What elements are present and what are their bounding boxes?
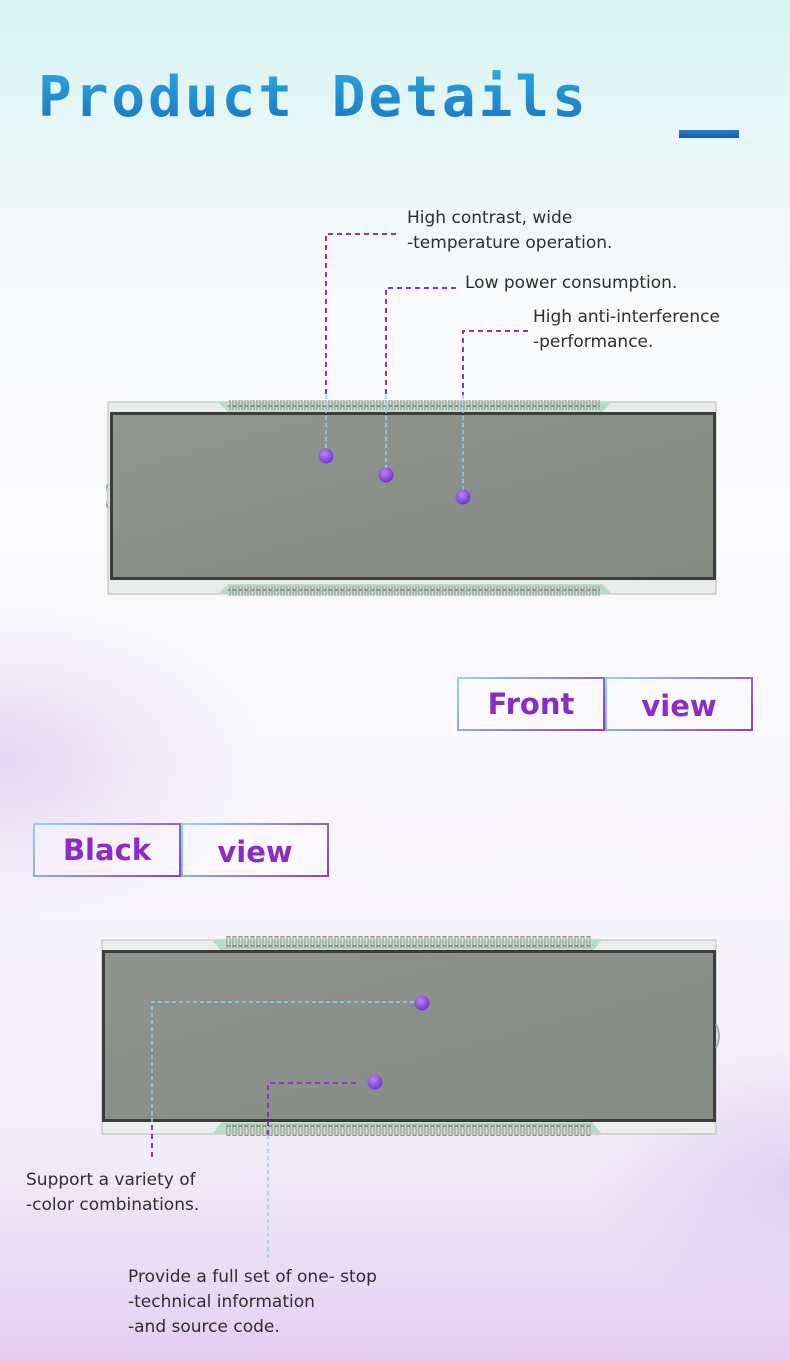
black-view-label: Black view bbox=[33, 823, 329, 877]
callout-line: High anti-interference bbox=[533, 307, 720, 327]
black-view-label-word1: Black bbox=[33, 823, 181, 877]
front-view-label-word1: Front bbox=[457, 677, 605, 731]
callout-text-color: Support a variety of -color combinations… bbox=[26, 1168, 199, 1218]
callout-line: -color combinations. bbox=[26, 1195, 200, 1215]
lcd-back-image bbox=[100, 936, 720, 1138]
title-accent-bar bbox=[679, 130, 739, 138]
lcd-front-image bbox=[106, 398, 718, 598]
callout-text-technical: Provide a full set of one- stop -technic… bbox=[128, 1265, 377, 1340]
callout-text-interference: High anti-interference -performance. bbox=[533, 305, 720, 355]
front-view-label-word2: view bbox=[605, 677, 753, 731]
callout-line: -temperature operation. bbox=[407, 233, 613, 253]
callout-line: Provide a full set of one- stop bbox=[128, 1267, 377, 1287]
callout-line: -performance. bbox=[533, 332, 654, 352]
callout-line: -technical information bbox=[128, 1292, 315, 1312]
black-view-label-word2: view bbox=[181, 823, 329, 877]
callout-line: Support a variety of bbox=[26, 1170, 196, 1190]
front-view-label: Front view bbox=[457, 677, 753, 731]
callout-text-power: Low power consumption. bbox=[465, 271, 677, 296]
callout-line: Low power consumption. bbox=[465, 273, 678, 293]
callout-text-contrast: High contrast, wide -temperature operati… bbox=[407, 206, 612, 256]
page-title: Product Details bbox=[38, 65, 589, 130]
callout-line: High contrast, wide bbox=[407, 208, 573, 228]
callout-line: -and source code. bbox=[128, 1317, 280, 1337]
